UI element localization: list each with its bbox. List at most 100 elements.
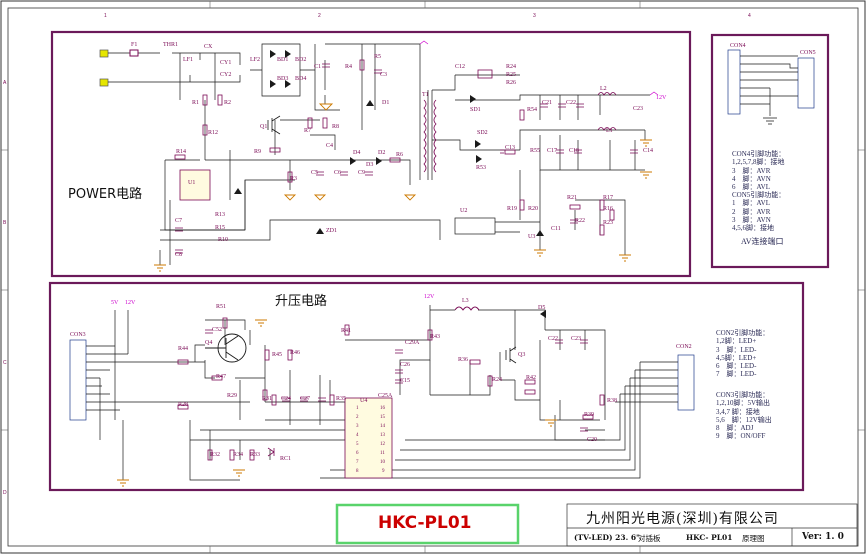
boost-block-border [48,281,805,492]
label-c15: C15 [400,378,411,384]
boost-ground-symbols [117,319,557,487]
u4-pin-5: 5 [356,442,359,447]
model-box-text: HKC-PL01 [378,513,472,533]
u4-pin-2: 2 [356,415,359,420]
label-r43: R43 [430,334,441,340]
rail-flags [419,40,659,96]
label-r23: R23 [603,220,614,226]
con2-note-0: CON2引脚功能： [716,329,770,338]
av-note-4: 6 脚：AVL [732,183,770,192]
av-caption: AV连接端口 [741,237,784,246]
u4-pin-3: 3 [356,424,359,429]
label-c17: C17 [547,148,558,154]
u4-pin-11: 11 [380,451,385,456]
frame-row-b: B [3,220,7,226]
av-note-2: 3 脚：AVR [732,166,771,175]
label-c26: C26 [400,362,411,368]
label-r55: R55 [530,148,541,154]
label-c11: C11 [551,226,561,232]
label-d1: D1 [382,100,390,106]
label-r19: R19 [507,206,518,212]
label-r26: R26 [506,80,517,86]
label-d5: D5 [538,305,546,311]
label-c18: C18 [569,148,580,154]
label-c4: C4 [326,143,334,149]
label-q4: Q4 [205,340,213,346]
label-con5: CON5 [800,50,816,56]
u4-pin-16: 16 [380,406,385,411]
label-r17: R17 [603,195,614,201]
label-r4: R4 [345,64,353,70]
title-block-lines [566,503,858,547]
label-r54: R54 [527,107,538,113]
frame-row-a: A [3,80,7,86]
label-c7: C7 [175,218,183,224]
label-c12: C12 [455,64,466,70]
label-c25a: C25A [378,393,393,399]
label-d4: D4 [353,150,361,156]
label-thr1: THR1 [163,42,178,48]
label-r53: R53 [476,165,487,171]
con2-note-5: 7 脚：LED- [716,370,757,379]
label-c6: C6 [334,170,342,176]
label-r44: R44 [178,346,189,352]
label-r31: R31 [262,396,273,402]
av-note-0: CON4引脚功能： [732,150,786,159]
desc-schematic: 原理图 [742,534,765,543]
label-r35: R35 [336,396,347,402]
label-lf1: LF1 [183,57,194,63]
label-l3: L3 [462,298,469,304]
power-wiring [99,43,650,265]
label-r1: R1 [192,100,200,106]
label-12v-boost: 12V [424,294,435,300]
desc-model-size: (TV-LED) 23. 6" [574,533,640,542]
label-sd1: SD1 [470,107,481,113]
label-sd2: SD2 [477,130,488,136]
con2-notes: CON2引脚功能：1,2脚：LED+3 脚：LED-4,5脚：LED+6 脚：L… [716,321,769,387]
con2-note-1: 1,2脚：LED+ [716,337,757,346]
label-r42: R42 [526,375,537,381]
boost-block-title: 升压电路 [275,294,328,309]
fuse-f1 [129,49,139,57]
con2-note-2: 3 脚：LED- [716,345,757,354]
power-block-title: POWER电路 [68,187,143,202]
frame-col-3: 3 [533,13,536,19]
av-connectors [727,49,815,125]
label-c23: C23 [633,106,644,112]
inductor-l1 [597,127,617,131]
con3-note-4: 8 脚：ADJ [716,424,754,433]
q4-transistor [205,333,247,363]
label-u4: U4 [360,398,368,404]
label-bd3: BD3 [277,76,289,82]
label-bd1: BD1 [277,57,289,63]
u1-chip [179,169,211,201]
diode-d5 [540,310,546,318]
version-label: Ver: 1. 0 [802,532,844,542]
company-name: 九州阳光电源(深圳)有限公司 [586,511,779,527]
label-r20: R20 [528,206,539,212]
u4-pin-6: 6 [356,451,359,456]
power-parts [174,59,638,254]
label-l1: L1 [606,128,613,134]
desc-model: HKC- PL01 [686,533,733,542]
u4-pin-9: 9 [382,469,385,474]
label-r22: R22 [575,218,586,224]
label-q3: Q3 [518,352,526,358]
label-zd1: ZD1 [326,228,337,234]
label-u1: U1 [188,180,196,186]
label-q1: Q1 [260,124,268,130]
label-c21: C21 [542,100,553,106]
boost-wiring [69,305,695,481]
u4-chip [344,397,393,479]
label-con2: CON2 [676,344,692,350]
av-note-1: 1,2,5,7,8脚：接地 [732,158,785,167]
label-c3: C3 [380,72,388,78]
av-note-7: 2 脚：AVR [732,207,771,216]
label-u2: U2 [460,208,468,214]
label-r10: R10 [218,237,229,243]
label-r21: R21 [567,195,578,201]
label-c52: C52 [212,327,223,333]
label-r13: R13 [215,212,226,218]
con2-note-4: 6 脚：LED- [716,362,757,371]
